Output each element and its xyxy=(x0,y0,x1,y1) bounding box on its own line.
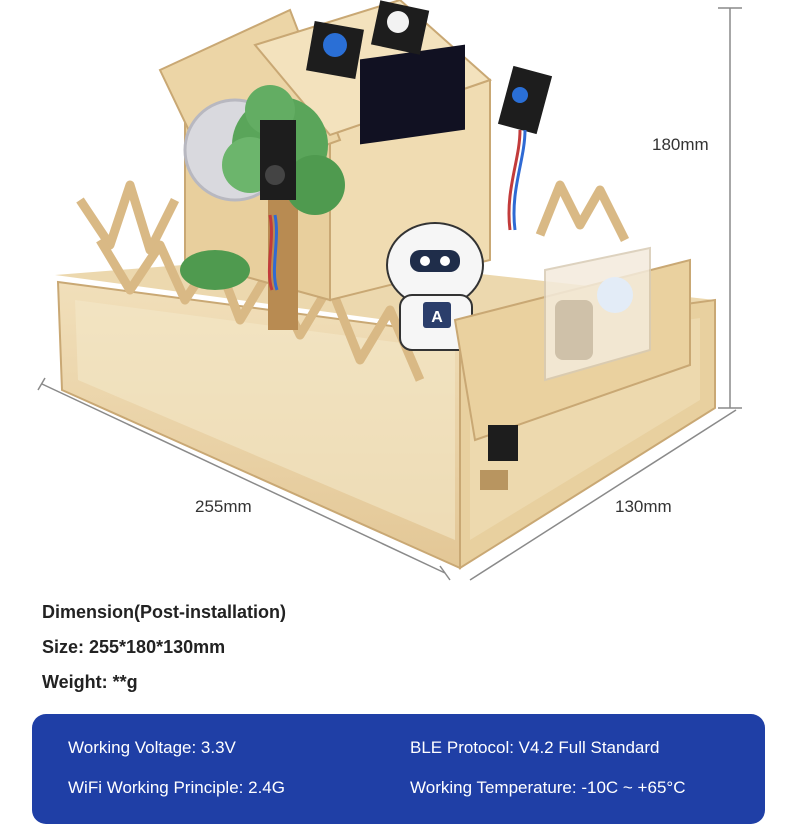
size-text: Size: 255*180*130mm xyxy=(42,637,226,657)
robot-badge: A xyxy=(431,309,443,326)
tree-cutout xyxy=(180,85,345,330)
dimension-heading: Dimension(Post-installation) xyxy=(42,602,287,622)
width-dimension-line xyxy=(469,409,737,581)
robot-figure: A xyxy=(386,222,484,351)
spec-ble-protocol: BLE Protocol: V4.2 Full Standard xyxy=(410,738,660,757)
zigzag-fence xyxy=(76,180,630,382)
spec-working-temperature: Working Temperature: -10C ~ +65°C xyxy=(410,778,686,797)
height-dimension-label: 180mm xyxy=(652,135,709,154)
roof-sensors xyxy=(306,0,553,135)
weight-text: Weight: **g xyxy=(42,672,138,692)
spec-wifi: WiFi Working Principle: 2.4G xyxy=(68,778,285,797)
spec-panel: Working Voltage: 3.3V BLE Protocol: V4.2… xyxy=(32,714,765,824)
length-dimension-line xyxy=(37,377,451,581)
sensor-wires xyxy=(267,129,527,291)
product-photo: A xyxy=(37,0,742,581)
length-dimension-label: 255mm xyxy=(195,497,252,516)
height-dimension-line xyxy=(718,7,742,409)
spec-working-voltage: Working Voltage: 3.3V xyxy=(68,738,236,757)
width-dimension-label: 130mm xyxy=(615,497,672,516)
side-panel xyxy=(453,246,691,461)
